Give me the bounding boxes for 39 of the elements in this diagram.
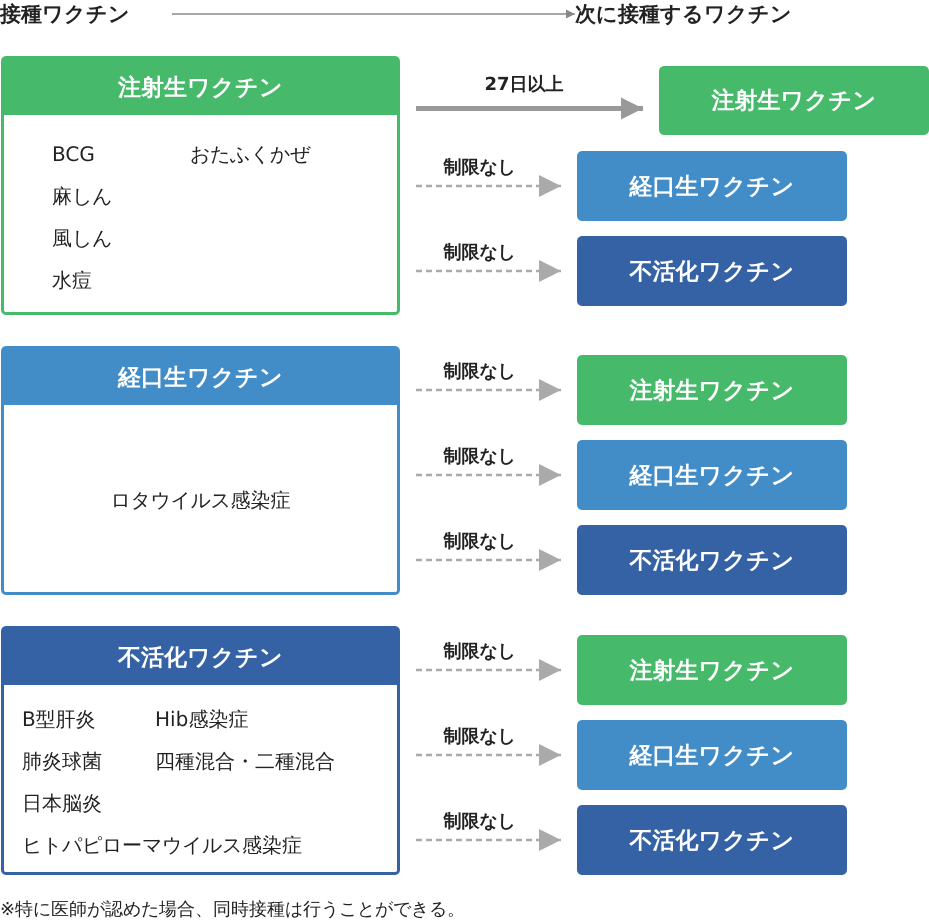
vaccine-box: 不活化ワクチン <box>577 236 847 306</box>
vaccine-name: ヒトパピローマウイルス感染症 <box>22 832 302 858</box>
arrow <box>416 379 561 401</box>
arrow <box>416 260 561 282</box>
footnote: ※特に医師が認めた場合、同時接種は行うことができる。 <box>0 898 466 922</box>
vaccine-name: 日本脳炎 <box>22 790 102 816</box>
vaccine-name: BCG <box>52 141 95 167</box>
vaccine-box: 経口生ワクチン <box>577 720 847 790</box>
arrow <box>172 10 575 18</box>
arrow <box>416 464 561 486</box>
vaccine-name: 四種混合・二種混合 <box>155 748 335 774</box>
vaccine-box: 経口生ワクチン <box>577 151 847 221</box>
arrow <box>416 659 561 681</box>
card-header: 経口生ワクチン <box>4 349 397 405</box>
vaccine-card <box>1 56 400 315</box>
vaccine-box: 注射生ワクチン <box>577 355 847 425</box>
vaccine-name: Hib感染症 <box>155 706 248 732</box>
vaccine-box: 注射生ワクチン <box>659 66 929 135</box>
vaccine-box: 経口生ワクチン <box>577 440 847 510</box>
vaccine-box: 注射生ワクチン <box>577 635 847 705</box>
vaccine-name: おたふくかぜ <box>190 141 310 167</box>
arrow <box>416 744 561 766</box>
arrow <box>416 829 561 851</box>
vaccine-name: 麻しん <box>52 183 112 209</box>
column-heading: 次に接種するワクチン <box>575 0 845 28</box>
vaccine-box: 不活化ワクチン <box>577 805 847 875</box>
arrow <box>416 175 561 197</box>
vaccine-box: 不活化ワクチン <box>577 525 847 595</box>
arrow <box>416 98 643 120</box>
vaccine-name: 水痘 <box>52 267 92 293</box>
vaccine-name: B型肝炎 <box>22 706 96 732</box>
arrow <box>416 549 561 571</box>
vaccine-name: 肺炎球菌 <box>22 748 102 774</box>
vaccine-card <box>1 626 400 875</box>
card-header: 注射生ワクチン <box>4 59 397 115</box>
vaccine-card <box>1 346 400 595</box>
card-header: 不活化ワクチン <box>4 629 397 685</box>
vaccine-name: ロタウイルス感染症 <box>110 487 292 513</box>
vaccine-name: 風しん <box>52 225 112 251</box>
